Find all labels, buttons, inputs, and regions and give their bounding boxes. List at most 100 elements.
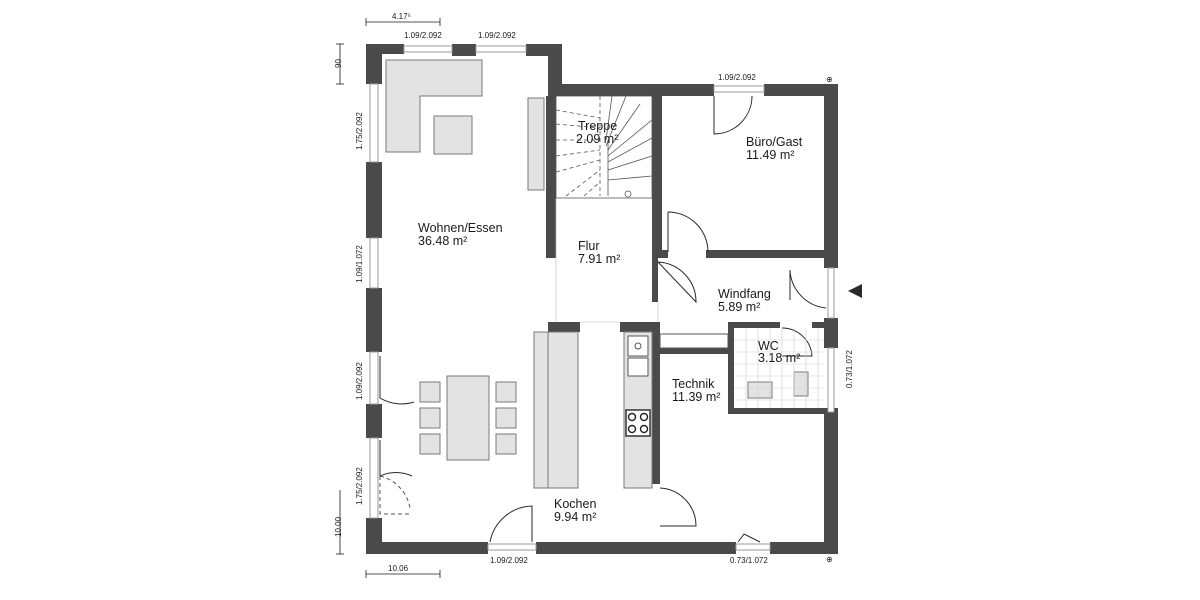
wall-segment: [652, 258, 658, 302]
door-swing: [379, 440, 413, 477]
room-name-flur: Flur: [578, 239, 600, 253]
door-swing: [489, 505, 533, 543]
window: [369, 437, 379, 519]
chair: [419, 433, 441, 455]
room-name-kochen: Kochen: [554, 497, 596, 511]
wall-segment: [770, 542, 838, 554]
room-name-wohnen: Wohnen/Essen: [418, 221, 503, 235]
wall-segment: [366, 44, 382, 84]
wall-segment: [452, 44, 476, 56]
window: [827, 267, 835, 319]
chair: [419, 381, 441, 403]
window: [827, 347, 835, 413]
room-name-buro: Büro/Gast: [746, 135, 803, 149]
room-area-wohnen: 36.48 m²: [418, 234, 467, 248]
room-area-wc: 3.18 m²: [758, 351, 800, 365]
window: [369, 83, 379, 163]
dim-top-width: 4.17⁵: [392, 12, 411, 21]
technik-shelf: [659, 333, 729, 349]
sideboard: [527, 97, 545, 191]
window: [735, 543, 771, 551]
dim-top-right-window: 1.09/2.092: [718, 73, 756, 82]
room-labels: Treppe 2.09 m² Büro/Gast 11.49 m² Wohnen…: [418, 119, 803, 524]
dim-left-window-1: 1.75/2.092: [355, 112, 364, 150]
wc-tiles: [734, 328, 824, 408]
wall-segment: [734, 322, 780, 328]
wall-segment: [366, 404, 382, 438]
room-area-kochen: 9.94 m²: [554, 510, 596, 524]
burner: [627, 412, 637, 422]
wall-segment: [366, 162, 382, 238]
window: [475, 45, 527, 53]
door-swing: [657, 261, 697, 304]
dimension-lines: [336, 18, 441, 578]
wall-segment: [652, 96, 662, 258]
windows: [369, 45, 835, 551]
furniture: [385, 59, 809, 489]
dim-left-window-4: 1.75/2.092: [355, 467, 364, 505]
wall-segment: [366, 542, 488, 554]
sink: [627, 335, 649, 357]
interior-walls: [546, 96, 838, 484]
door-swing: [781, 327, 813, 357]
wall-segment: [652, 250, 668, 258]
room-name-technik: Technik: [672, 377, 715, 391]
wall-segment: [728, 322, 734, 414]
dim-left-window-2: 1.09/1.072: [355, 245, 364, 283]
sofa: [385, 59, 483, 153]
chair: [495, 433, 517, 455]
wall-segment: [366, 288, 382, 352]
wall-segment: [824, 318, 838, 348]
dim-top-window-2: 1.09/2.092: [478, 31, 516, 40]
door-swing: [737, 533, 761, 543]
coffee-table: [433, 115, 473, 155]
dishwasher: [627, 357, 649, 377]
room-area-technik: 11.39 m²: [672, 390, 720, 404]
dim-bottom-window-1: 1.09/2.092: [490, 556, 528, 565]
door-swing: [379, 356, 415, 405]
entrance-arrow-icon: [848, 284, 862, 298]
door-swing-dashed: [379, 475, 412, 515]
room-area-windfang: 5.89 m²: [718, 300, 760, 314]
marker-icon: ⊕: [826, 555, 833, 564]
chair: [419, 407, 441, 429]
wc-sink: [747, 381, 773, 399]
window: [713, 85, 765, 93]
chair: [495, 407, 517, 429]
kitchen-island-edge: [533, 331, 549, 489]
wall-segment: [728, 408, 838, 414]
burner: [639, 412, 649, 422]
room-area-buro: 11.49 m²: [746, 148, 794, 162]
burner: [627, 424, 637, 434]
dining-table: [446, 375, 490, 461]
wall-segment: [824, 412, 838, 554]
wall-segment: [824, 84, 838, 268]
dim-top-window-1: 1.09/2.092: [404, 31, 442, 40]
wall-segment: [656, 348, 732, 354]
dim-bottom-window-2: 0.73/1.072: [730, 556, 768, 565]
window: [369, 237, 379, 289]
room-name-treppe: Treppe: [578, 119, 617, 133]
room-area-flur: 7.91 m²: [578, 252, 620, 266]
flur-boundary: [555, 198, 659, 323]
door-swing: [667, 211, 709, 253]
wall-segment: [548, 322, 580, 332]
wall-segment: [536, 542, 736, 554]
doors: [379, 95, 827, 543]
window: [369, 351, 379, 405]
door-swing: [789, 269, 827, 309]
wall-segment: [652, 322, 660, 484]
staircase: [555, 95, 653, 199]
wall-segment: [548, 44, 562, 94]
door-swing: [713, 95, 753, 135]
wall-segment: [764, 84, 838, 96]
marker-icon: ⊕: [826, 75, 833, 84]
chair: [495, 381, 517, 403]
wall-segment: [706, 250, 838, 258]
wall-segment: [620, 322, 658, 332]
sink-drain: [634, 342, 642, 350]
kitchen-island: [547, 331, 579, 489]
room-name-windfang: Windfang: [718, 287, 771, 301]
dim-left-total: 10.00: [334, 516, 343, 537]
